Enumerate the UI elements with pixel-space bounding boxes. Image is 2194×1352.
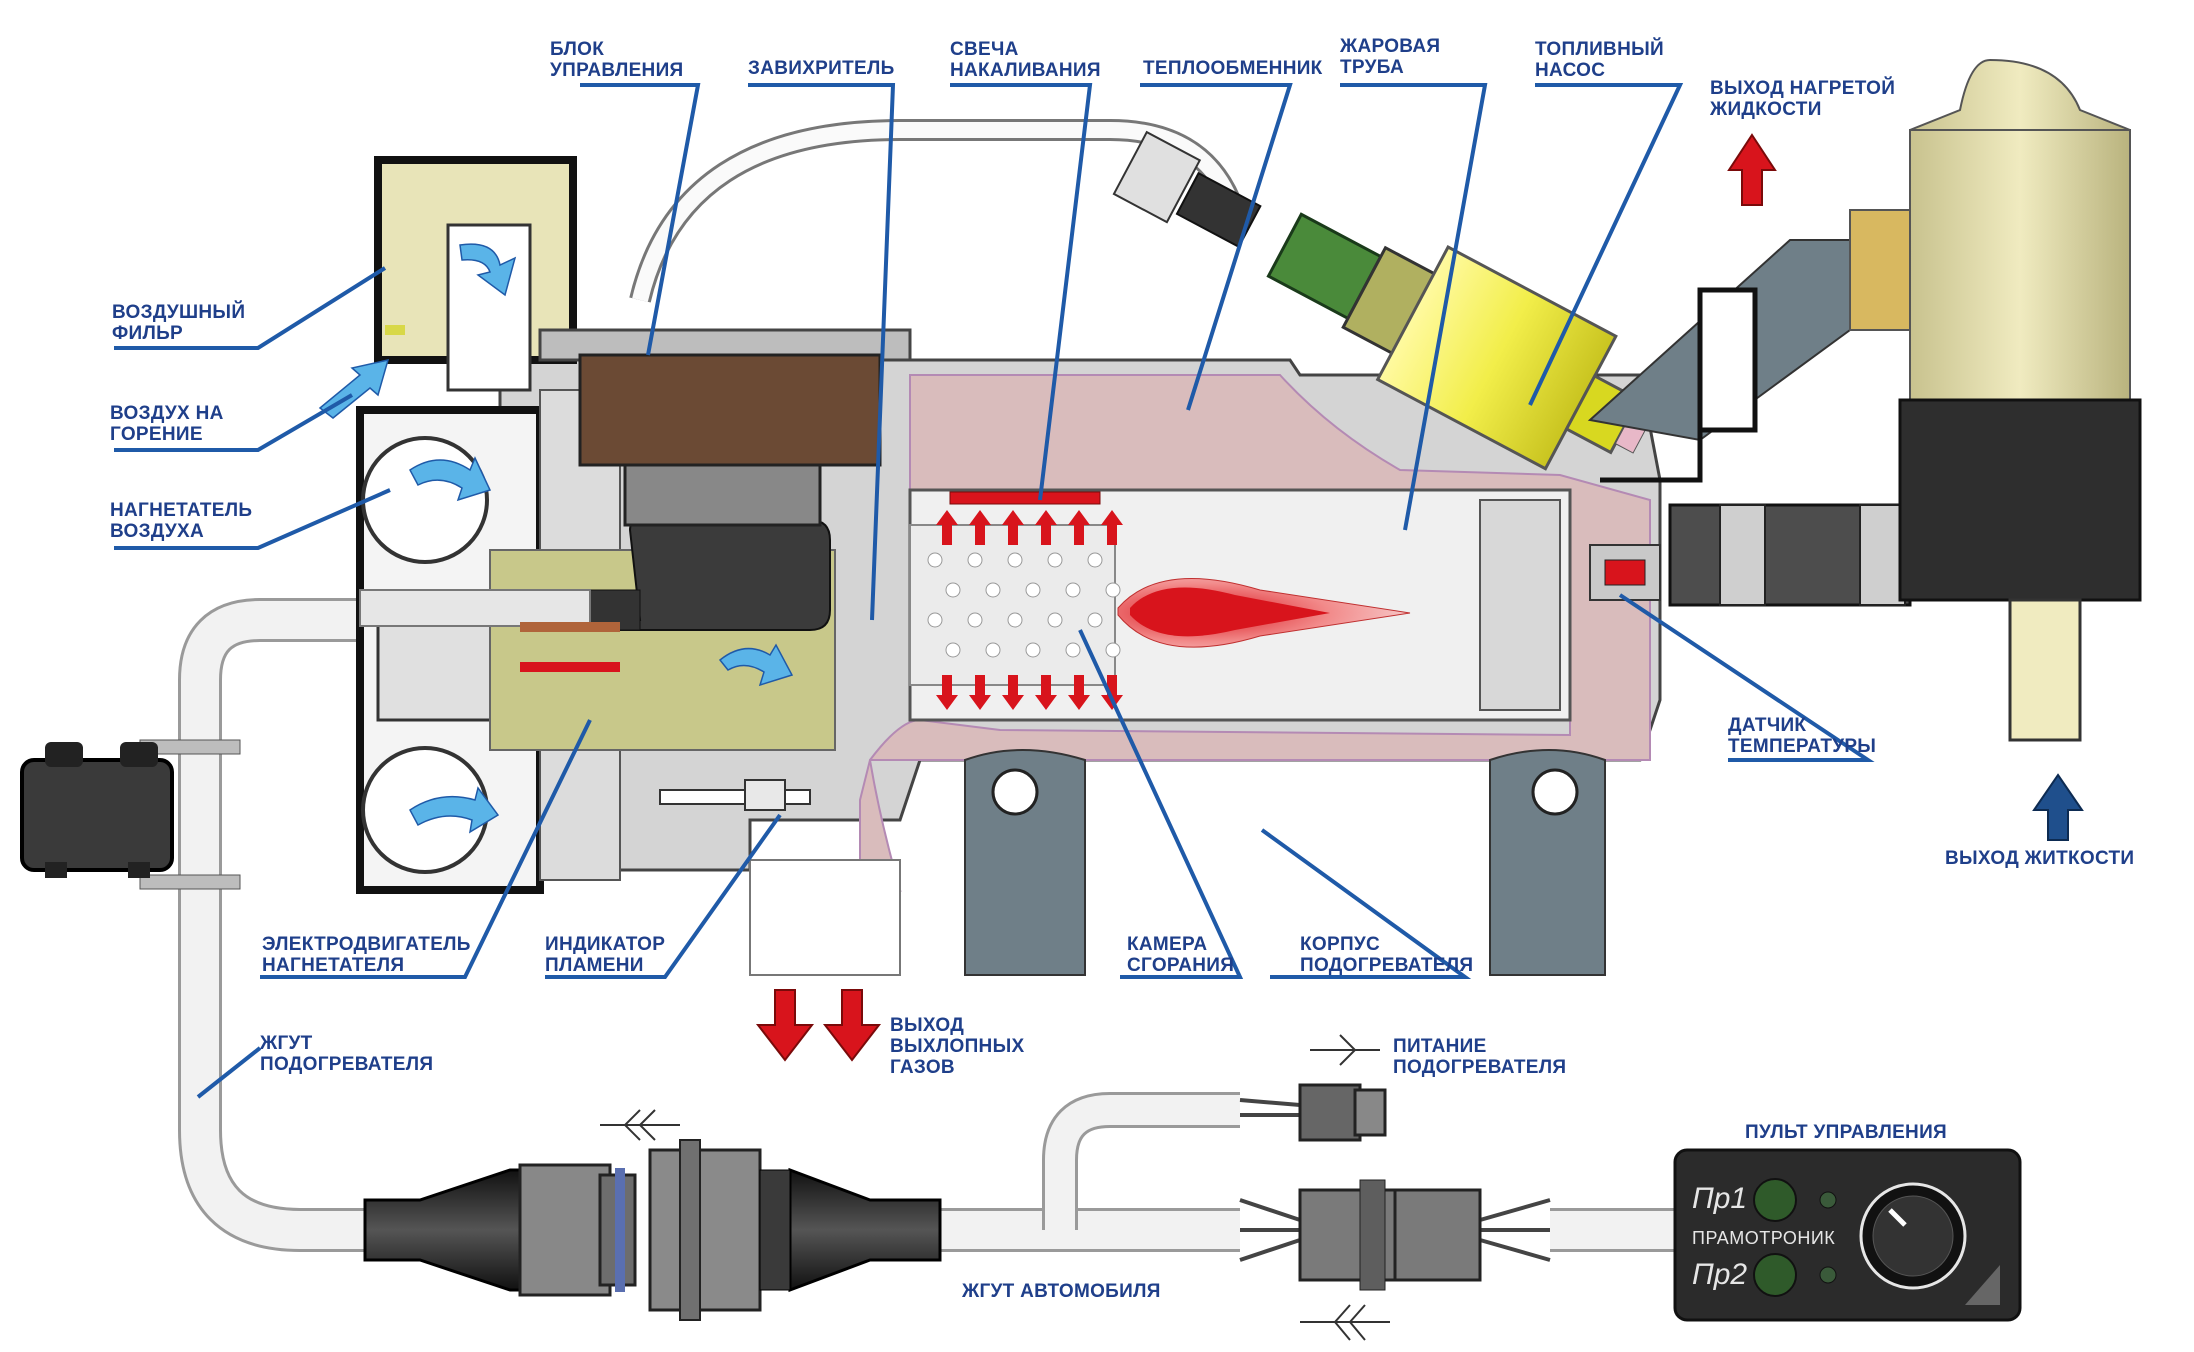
- swirler-hole: [927, 612, 943, 628]
- heat-arrow-down: [936, 675, 958, 710]
- swirler-hole: [985, 642, 1001, 658]
- heat-arrow-down: [1101, 675, 1123, 710]
- mounting-brackets: [964, 749, 1606, 976]
- vehicle-harness: [940, 1092, 1680, 1262]
- label-vehicle-harness: ЖГУТ АВТОМОБИЛЯ: [962, 1281, 1161, 1302]
- circulation-pump: [1849, 58, 2142, 742]
- swirler-hole: [1047, 552, 1063, 568]
- swirler-hole: [1007, 612, 1023, 628]
- swirler-hole: [1007, 552, 1023, 568]
- exhaust-arrow-2: [822, 989, 882, 1062]
- swirler-hole: [1047, 612, 1063, 628]
- exhaust-pipe: [749, 859, 901, 976]
- swirler-hole: [1087, 612, 1103, 628]
- swirler-hole: [1065, 642, 1081, 658]
- heat-arrow-up: [1002, 510, 1024, 545]
- heater-harness: [139, 598, 385, 1252]
- swirler-hole: [1065, 582, 1081, 598]
- swirler-hole: [967, 552, 983, 568]
- label-liquid-outlet: ВЫХОД ЖИТКОСТИ: [1945, 848, 2135, 869]
- heat-arrow-down: [1068, 675, 1090, 710]
- heat-arrow-up: [936, 510, 958, 545]
- program1-button[interactable]: [1753, 1178, 1797, 1222]
- label-control-panel: ПУЛЬТ УПРАВЛЕНИЯ: [1745, 1122, 1947, 1143]
- harness-plug: [20, 742, 174, 878]
- heat-arrow-down: [1035, 675, 1057, 710]
- heat-arrow-up: [1101, 510, 1123, 545]
- swirler-hole: [967, 612, 983, 628]
- heat-arrows: [936, 510, 1123, 710]
- disconnect-symbols: [600, 1034, 1390, 1341]
- heat-arrow-up: [1035, 510, 1057, 545]
- leader-lines: [114, 83, 1875, 1099]
- swirler-hole: [1105, 582, 1121, 598]
- glow-plug: [949, 491, 1101, 505]
- heat-arrow-down: [1002, 675, 1024, 710]
- main-connector: [363, 1139, 942, 1321]
- combustion-chamber: [908, 488, 1572, 722]
- exhaust-arrow-1: [755, 989, 815, 1062]
- swirler-hole: [1087, 552, 1103, 568]
- swirler-hole: [945, 582, 961, 598]
- swirler-hole: [927, 552, 943, 568]
- heat-arrow-down: [969, 675, 991, 710]
- hot-outlet-arrow: [1727, 133, 1777, 206]
- flame-indicator: [659, 779, 811, 811]
- power-connector: [1298, 1083, 1482, 1291]
- cold-outlet-arrow: [2032, 773, 2084, 841]
- heat-arrow-up: [969, 510, 991, 545]
- program2-button[interactable]: [1753, 1253, 1797, 1297]
- program2-label: Пр2: [1692, 1258, 1748, 1291]
- label-swirler: ЗАВИХРИТЕЛЬ: [748, 58, 895, 79]
- swirler-hole: [1025, 582, 1041, 598]
- label-heat-exchanger: ТЕПЛООБМЕННИК: [1143, 58, 1323, 79]
- coolant-pipes: [1587, 239, 1912, 607]
- program1-label: Пр1: [1692, 1182, 1748, 1215]
- panel-brand: ПРАМОТРОНИК: [1692, 1228, 1836, 1248]
- swirler-hole: [1105, 642, 1121, 658]
- flow-arrows: [755, 133, 2084, 1062]
- control-panel: [1673, 1148, 2022, 1322]
- swirler-hole: [1025, 642, 1041, 658]
- swirler-hole: [985, 582, 1001, 598]
- heat-arrow-up: [1068, 510, 1090, 545]
- swirler-hole: [945, 642, 961, 658]
- control-unit: [538, 328, 912, 527]
